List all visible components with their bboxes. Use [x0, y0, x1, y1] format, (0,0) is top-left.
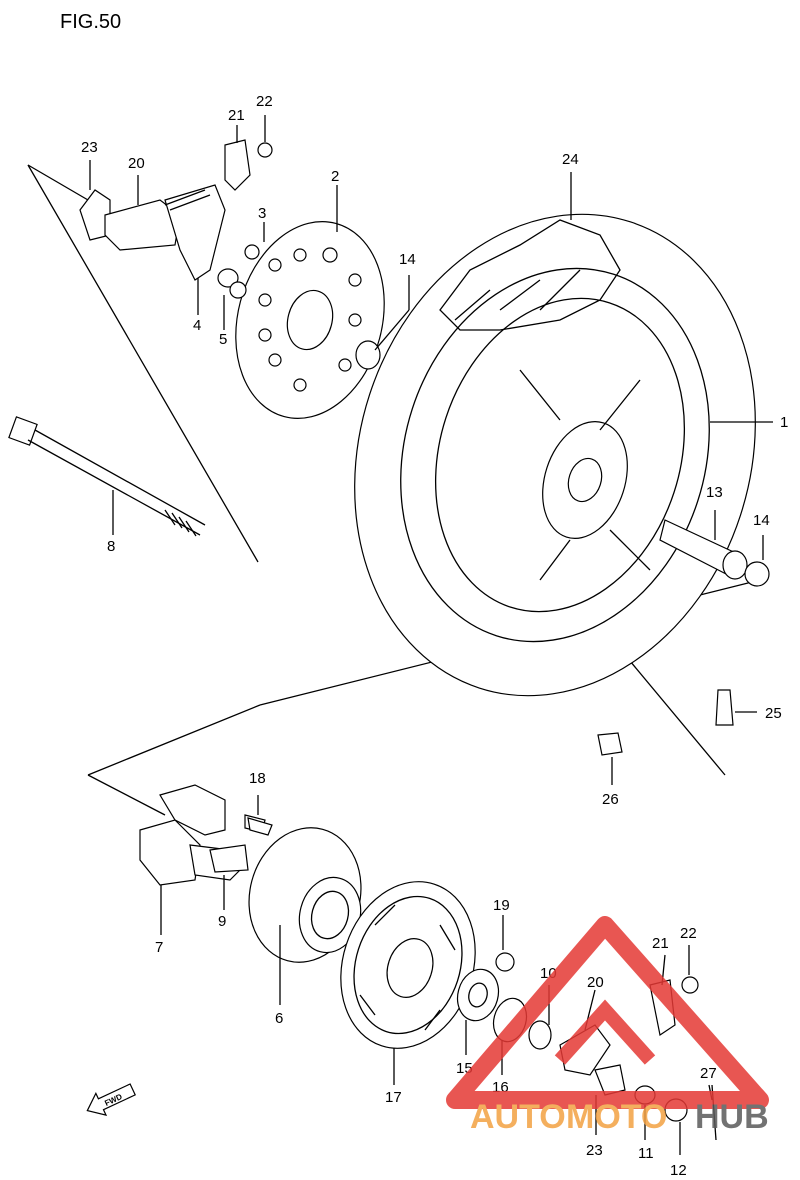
watermark-text-1: AUTO: [470, 1098, 566, 1136]
fwd-arrow-icon: FWD: [86, 1083, 136, 1116]
callout-14-upper: 14: [399, 251, 416, 268]
callout-7: 7: [155, 939, 163, 956]
callout-22-lower: 22: [680, 925, 697, 942]
callout-23-upper: 23: [81, 139, 98, 156]
callout-19: 19: [493, 897, 510, 914]
spacer-and-collars: [355, 340, 770, 587]
callout-23-lower: 23: [586, 1142, 603, 1159]
figure-title: FIG.50: [60, 11, 121, 33]
callout-25: 25: [765, 705, 782, 722]
callout-27: 27: [700, 1065, 717, 1082]
rear-wheel: [354, 213, 756, 697]
callout-4: 4: [193, 317, 201, 334]
callout-18: 18: [249, 770, 266, 787]
callout-21-lower: 21: [652, 935, 669, 952]
rear-sprocket: [340, 881, 476, 1049]
callout-3: 3: [258, 205, 266, 222]
callout-5: 5: [219, 331, 227, 348]
callout-6: 6: [275, 1010, 283, 1027]
callout-21-upper: 21: [228, 107, 245, 124]
callout-13: 13: [706, 484, 723, 501]
watermark-text-2: MOTO: [566, 1098, 667, 1136]
watermark-triangle-icon: [446, 916, 769, 1109]
callout-20-lower: 20: [587, 974, 604, 991]
callout-20-upper: 20: [128, 155, 145, 172]
callout-14-right: 14: [753, 512, 770, 529]
callout-12: 12: [670, 1162, 687, 1179]
hub-flange: [248, 827, 362, 963]
callout-8: 8: [107, 538, 115, 555]
callout-1: 1: [780, 414, 788, 431]
callout-2: 2: [331, 168, 339, 185]
brake-disc: [235, 221, 385, 419]
callout-11: 11: [638, 1145, 654, 1162]
callout-9: 9: [218, 913, 226, 930]
callout-24: 24: [562, 151, 579, 168]
callout-22-upper: 22: [256, 93, 273, 110]
callout-26: 26: [602, 791, 619, 808]
automotohub-watermark: AUTO MOTO HUB: [446, 916, 769, 1136]
caliper-bracket: [79, 139, 273, 299]
callout-17: 17: [385, 1089, 402, 1106]
watermark-text-3: HUB: [695, 1098, 769, 1136]
rear-axle: [8, 416, 206, 537]
